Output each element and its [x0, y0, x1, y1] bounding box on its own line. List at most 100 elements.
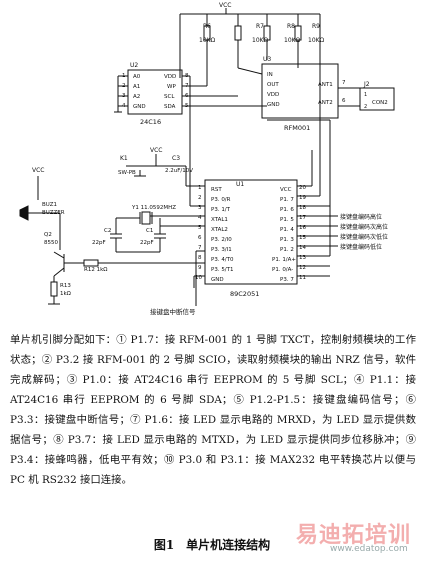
- svg-text:16: 16: [299, 225, 306, 231]
- svg-text:5: 5: [198, 225, 202, 231]
- svg-text:VDD: VDD: [267, 92, 279, 98]
- svg-text:13: 13: [299, 255, 306, 261]
- svg-text:GND: GND: [211, 277, 224, 283]
- svg-text:P3. 2/I0: P3. 2/I0: [211, 237, 232, 243]
- svg-text:P1. 6: P1. 6: [280, 207, 294, 213]
- svg-text:1: 1: [364, 92, 367, 98]
- svg-text:VCC: VCC: [280, 187, 292, 193]
- r7-value: 10KΩ: [252, 37, 269, 44]
- svg-text:WP: WP: [167, 84, 176, 90]
- r12-label: R12 1kΩ: [84, 267, 107, 273]
- r8-label: R8: [287, 23, 295, 30]
- r9-label: R9: [312, 23, 320, 30]
- c2-value: 22pF: [92, 240, 106, 246]
- svg-text:10: 10: [195, 275, 202, 281]
- buzzer-circuit: VCC BUZ1 BUZZER Q2 8550 R12 1kΩ R13 1kΩ: [19, 167, 205, 305]
- pin-assignment-description: 单片机引脚分配如下：① P1.7：接 RFM-001 的 1 号脚 TXCT，控…: [10, 334, 416, 486]
- c1-value: 22pF: [140, 240, 154, 246]
- r6-value: 10KΩ: [199, 37, 216, 44]
- u3-ref: U3: [263, 56, 271, 63]
- svg-text:A1: A1: [133, 84, 140, 90]
- svg-text:VDD: VDD: [164, 74, 176, 80]
- u1-microcontroller: U1 89C2051 RST P3. 0/R P3. 1/T XTAL1 XTA…: [189, 40, 338, 298]
- svg-text:17: 17: [299, 215, 306, 221]
- svg-text:ANT1: ANT1: [318, 82, 333, 88]
- u1-part: 89C2051: [230, 290, 259, 298]
- svg-text:6: 6: [198, 235, 202, 241]
- r7-label: R7: [256, 23, 264, 30]
- svg-text:P3. 7: P3. 7: [280, 277, 294, 283]
- svg-text:P1. 0/A-: P1. 0/A-: [272, 267, 293, 273]
- u2-part: 24C16: [140, 118, 161, 126]
- watermark-url: www.edatop.com: [330, 544, 408, 554]
- svg-text:12: 12: [299, 265, 306, 271]
- j2-label: CON2: [372, 100, 388, 106]
- u3-rf-module: U3 RFM001 IN OUT VDD GND ANT1 ANT2 7 6: [237, 56, 361, 132]
- vcc-label-buzzer: VCC: [32, 167, 44, 174]
- svg-text:P1. 7: P1. 7: [280, 197, 294, 203]
- svg-text:18: 18: [299, 205, 306, 211]
- svg-text:P3. 0/R: P3. 0/R: [211, 197, 231, 203]
- svg-text:GND: GND: [267, 102, 280, 108]
- vcc-label-reset: VCC: [150, 147, 162, 154]
- j2-connector: J2 CON2 1 2: [359, 81, 395, 111]
- r6-label: R6: [203, 23, 211, 30]
- svg-text:RST: RST: [211, 187, 222, 193]
- k1-part: SW-PB: [118, 170, 136, 176]
- kb-signal-second-high: 接键盘编码次高位: [340, 223, 388, 231]
- svg-text:1: 1: [198, 185, 202, 191]
- q2-ref: Q2: [44, 232, 52, 238]
- svg-text:XTAL1: XTAL1: [211, 217, 228, 223]
- svg-text:P3. 5/T1: P3. 5/T1: [211, 267, 234, 273]
- r9-value: 10KΩ: [308, 37, 325, 44]
- svg-text:P1. 5: P1. 5: [280, 217, 294, 223]
- svg-text:SDA: SDA: [164, 104, 176, 110]
- figure-caption: 图1 单片机连接结构: [153, 538, 271, 552]
- r8-value: 10KΩ: [284, 37, 301, 44]
- vcc-label-top: VCC: [219, 2, 231, 9]
- circuit-schematic: VCC R6 10KΩ R7 10KΩ R8 10KΩ R9 10KΩ U2 2…: [19, 2, 395, 316]
- kb-signal-second-low: 接键盘编码次低位: [340, 233, 388, 241]
- svg-text:9: 9: [198, 265, 202, 271]
- svg-text:A0: A0: [133, 74, 141, 80]
- kb-signal-high: 接键盘编码高位: [340, 213, 382, 221]
- q2-part: 8550: [44, 240, 58, 246]
- svg-text:IN: IN: [267, 72, 273, 78]
- svg-text:P3. 4/T0: P3. 4/T0: [211, 257, 234, 263]
- svg-text:A2: A2: [133, 94, 140, 100]
- svg-text:P1. 2: P1. 2: [280, 247, 294, 253]
- k1-ref: K1: [120, 155, 128, 162]
- reset-circuit: VCC K1 SW-PB C3 2.2uF/10V: [118, 147, 205, 187]
- r13-value: 1kΩ: [60, 291, 71, 297]
- svg-text:2: 2: [198, 195, 202, 201]
- svg-text:P1. 4: P1. 4: [280, 227, 294, 233]
- svg-text:P1. 1/A+: P1. 1/A+: [272, 257, 296, 263]
- svg-text:20: 20: [299, 185, 306, 191]
- svg-text:P3. 1/T: P3. 1/T: [211, 207, 231, 213]
- j2-ref: J2: [363, 81, 370, 88]
- c1-ref: C1: [146, 228, 153, 234]
- svg-text:7: 7: [342, 80, 346, 86]
- svg-text:15: 15: [299, 235, 306, 241]
- svg-text:19: 19: [299, 195, 306, 201]
- keyboard-signal-labels: 接键盘编码高位 接键盘编码次高位 接键盘编码次低位 接键盘编码低位: [340, 213, 388, 251]
- kb-signal-low: 接键盘编码低位: [340, 243, 382, 251]
- u2-ref: U2: [130, 62, 138, 69]
- svg-text:XTAL2: XTAL2: [211, 227, 228, 233]
- svg-text:P3. 3/I1: P3. 3/I1: [211, 247, 232, 253]
- svg-text:SCL: SCL: [164, 94, 175, 100]
- u1-ref: U1: [236, 181, 244, 188]
- buzzer-ref: BUZ1: [42, 202, 57, 208]
- pullup-resistor-network: VCC R6 10KΩ R7 10KΩ R8 10KΩ R9 10KΩ: [179, 2, 325, 78]
- svg-text:6: 6: [342, 98, 346, 104]
- r13-label: R13: [60, 283, 71, 289]
- svg-text:OUT: OUT: [267, 82, 279, 88]
- svg-text:2: 2: [364, 104, 367, 110]
- svg-text:11: 11: [299, 275, 306, 281]
- watermark-logo: 易迪拓培训: [296, 523, 412, 548]
- y1-label: Y1 11.0592MHZ: [131, 205, 176, 211]
- svg-text:GND: GND: [133, 104, 146, 110]
- u3-part: RFM001: [284, 124, 310, 132]
- svg-text:14: 14: [299, 245, 306, 251]
- svg-text:7: 7: [198, 245, 202, 251]
